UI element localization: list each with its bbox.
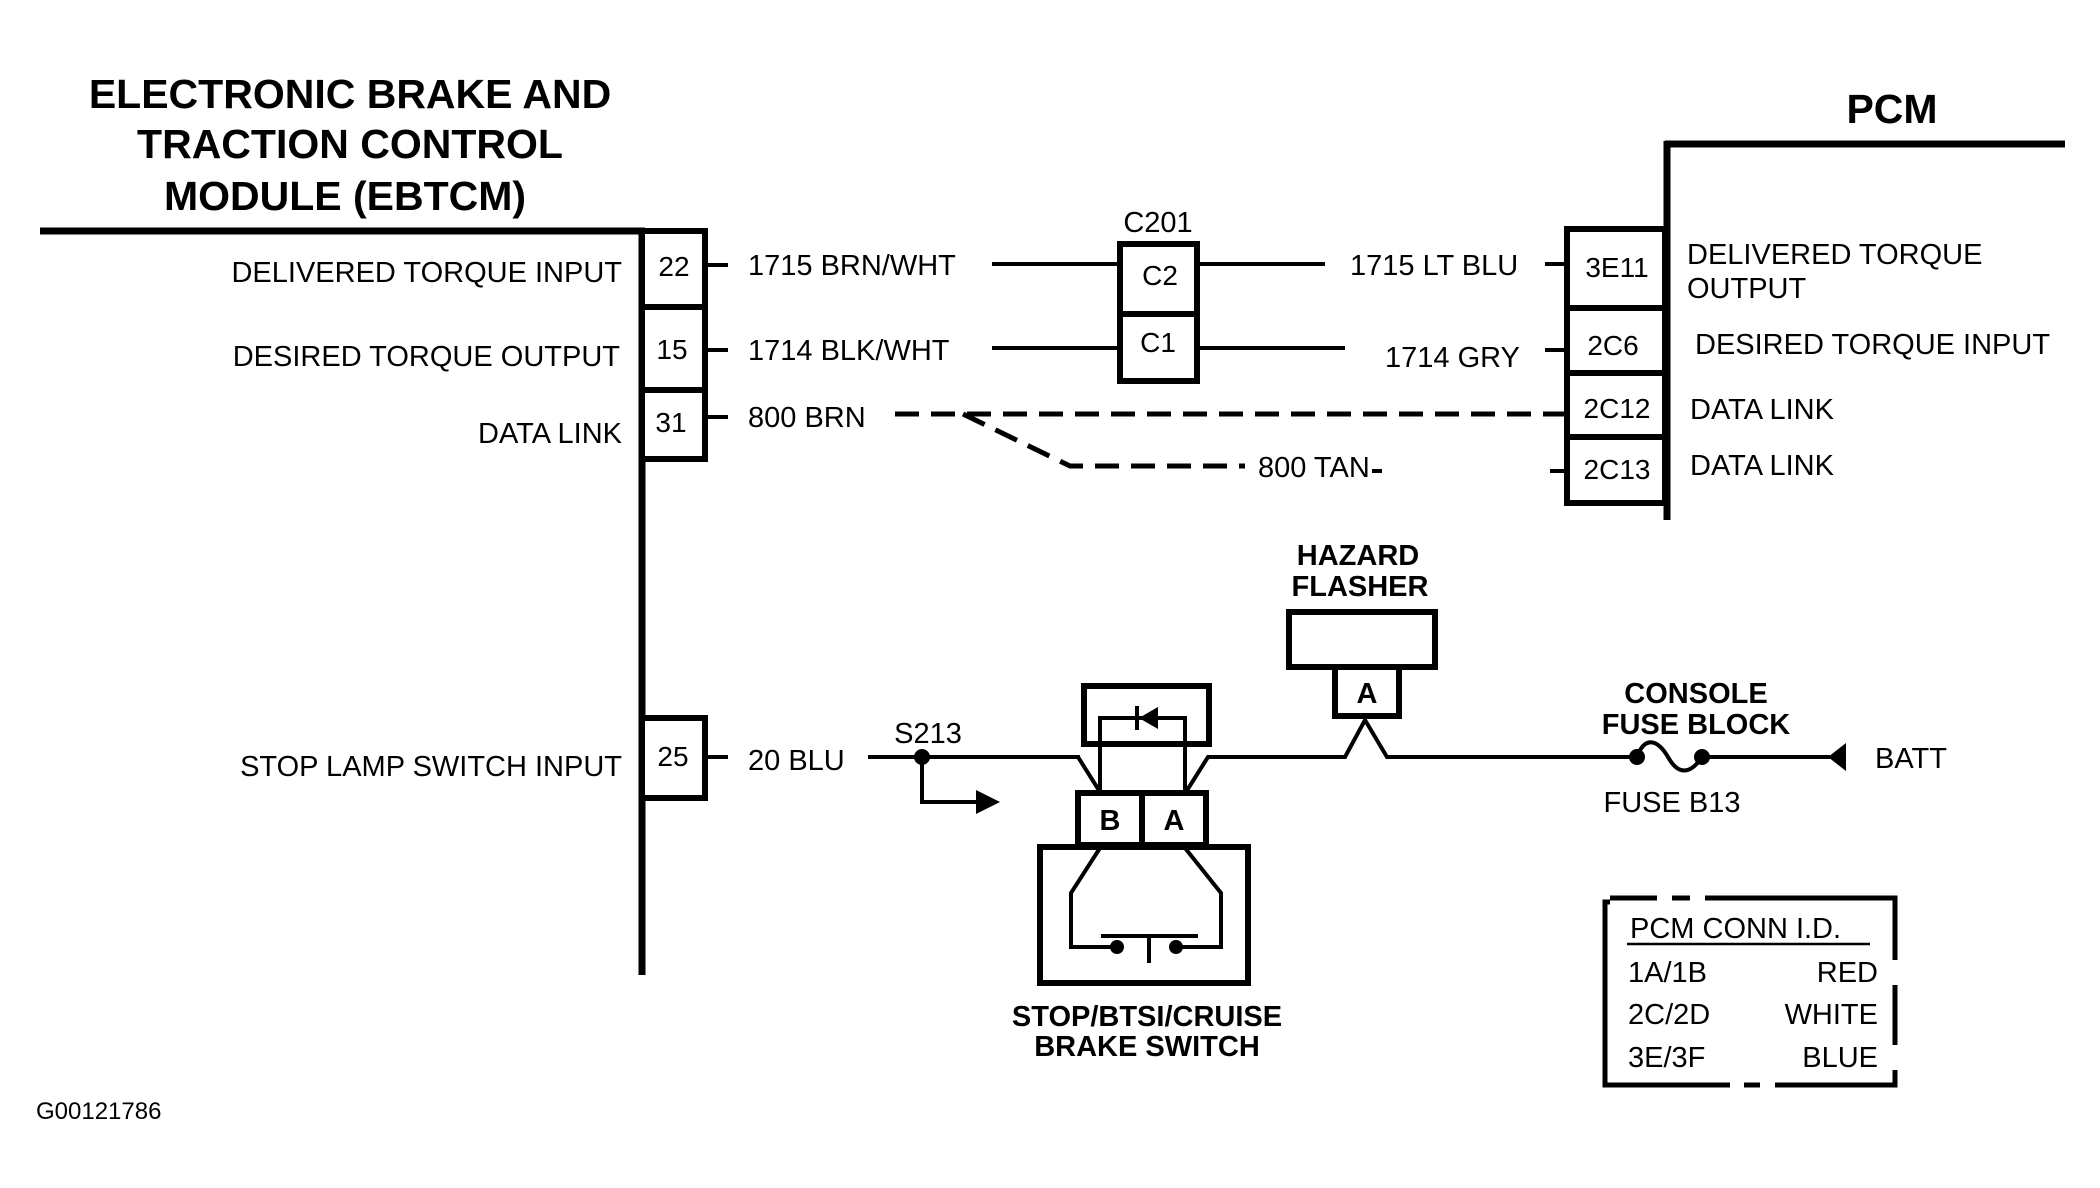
fuse-b13 (1629, 740, 1710, 773)
brake-switch-pin-a: A (1164, 805, 1185, 837)
switch-trace-right (1177, 846, 1223, 949)
switch-contact-left (1110, 940, 1124, 954)
pcm-function-delivered-torque-output-line-2: OUTPUT (1687, 273, 1807, 305)
continuation-arrow-icon (976, 790, 1000, 814)
pcm-connector-body (1564, 226, 1668, 506)
data-link-wire-2c13 (961, 411, 1245, 469)
hazard-flasher: A (1286, 609, 1438, 719)
battery-label: BATT (1875, 743, 1947, 775)
ebtcm-title-line-2: TRACTION CONTROL (137, 121, 563, 167)
brake-switch-label-line-2: BRAKE SWITCH (1034, 1031, 1260, 1063)
pcm-conn-id-table: PCM CONN I.D. 1A/1B RED 2C/2D WHITE 3E/3… (1602, 895, 1898, 1088)
ebtcm-title-line-1: ELECTRONIC BRAKE AND (89, 71, 611, 117)
ebtcm-title: ELECTRONIC BRAKE AND TRACTION CONTROL MO… (89, 71, 611, 219)
wire-to-pin-a (1184, 715, 1630, 794)
pcm-connector: 3E11 2C6 2C12 2C13 (1564, 226, 1668, 506)
brake-switch-pin-b: B (1100, 805, 1121, 837)
table-conn-1a1b: 1A/1B (1628, 957, 1707, 989)
ebtcm-function-desired-torque-output: DESIRED TORQUE OUTPUT (233, 341, 621, 373)
ebtcm-pin-22: 22 (658, 251, 689, 282)
pcm-function-data-link-2c13: DATA LINK (1690, 450, 1835, 482)
table-title: PCM CONN I.D. (1630, 913, 1841, 945)
figure-id: G00121786 (36, 1098, 161, 1125)
hazard-flasher-label-line-2: FLASHER (1292, 571, 1429, 603)
ebtcm-connector-upper: 22 15 31 (639, 228, 708, 462)
splice-s213-label: S213 (894, 718, 962, 750)
ebtcm-title-line-3: MODULE (EBTCM) (164, 173, 526, 219)
switch-contact-right (1169, 940, 1183, 954)
wire-to-pin-b (1076, 755, 1102, 794)
table-color-blue: BLUE (1802, 1042, 1878, 1074)
pcm-function-desired-torque-input: DESIRED TORQUE INPUT (1695, 329, 2050, 361)
wire-label-800-tan: 800 TAN (1258, 452, 1370, 484)
ebtcm-pin-25: 25 (657, 741, 688, 772)
c201-label: C201 (1123, 207, 1192, 239)
hazard-flasher-connector (1332, 664, 1402, 719)
ebtcm-pin-31: 31 (655, 407, 686, 438)
fuse-block-label-line-2: FUSE BLOCK (1602, 709, 1791, 741)
brake-switch-connector: B A (1075, 790, 1209, 848)
table-color-red: RED (1817, 957, 1878, 989)
hazard-flasher-body (1286, 609, 1438, 670)
wire-label-1715-lt-blu: 1715 LT BLU (1350, 250, 1518, 282)
table-conn-2c2d: 2C/2D (1628, 999, 1710, 1031)
ebtcm-connector-25-body (639, 715, 708, 801)
ebtcm-function-delivered-torque-input: DELIVERED TORQUE INPUT (231, 257, 622, 289)
brake-switch (1037, 844, 1251, 986)
battery-arrow-icon (1828, 743, 1846, 771)
pcm-pin-2c12: 2C12 (1584, 393, 1651, 424)
wire-label-1714-gry: 1714 GRY (1385, 342, 1520, 374)
connector-c201: C201 C2 C1 (1117, 207, 1200, 384)
ebtcm-connector-body (639, 228, 708, 462)
pcm-function-data-link-2c12: DATA LINK (1690, 394, 1835, 426)
ebtcm-connector-lower: 25 (639, 715, 708, 801)
table-color-white: WHITE (1785, 999, 1878, 1031)
brake-switch-diode (1081, 683, 1212, 792)
pcm-function-delivered-torque-output-line-1: DELIVERED TORQUE (1687, 239, 1982, 271)
pcm-pin-2c6: 2C6 (1587, 330, 1638, 361)
brake-switch-body (1037, 844, 1251, 986)
hazard-flasher-pin-a: A (1357, 678, 1378, 710)
pcm-pin-3e11: 3E11 (1585, 252, 1648, 283)
wire-label-1714-blk-wht: 1714 BLK/WHT (748, 335, 950, 367)
fuse-icon (1635, 740, 1704, 773)
c201-pin-c2: C2 (1142, 260, 1178, 291)
ebtcm-pin-15: 15 (656, 334, 687, 365)
wire-label-1715-brn-wht: 1715 BRN/WHT (748, 250, 956, 282)
brake-switch-label-line-1: STOP/BTSI/CRUISE (1012, 1001, 1282, 1033)
wire-label-800-brn: 800 BRN (748, 402, 866, 434)
fuse-label: FUSE B13 (1604, 787, 1741, 819)
table-dashed-border (1602, 895, 1898, 1088)
c201-pin-c1: C1 (1140, 327, 1176, 358)
table-conn-3e3f: 3E/3F (1628, 1042, 1705, 1074)
ebtcm-function-data-link: DATA LINK (478, 418, 623, 450)
fuse-block-label-line-1: CONSOLE (1624, 678, 1767, 710)
diode-icon (1139, 707, 1158, 729)
wire-label-20-blu: 20 BLU (748, 745, 845, 777)
splice-branch-wire (920, 757, 980, 804)
hazard-flasher-label-line-1: HAZARD (1297, 540, 1419, 572)
switch-trace-left (1069, 846, 1115, 949)
pcm-title: PCM (1846, 86, 1937, 132)
ebtcm-function-stop-lamp-switch-input: STOP LAMP SWITCH INPUT (240, 751, 622, 783)
pcm-pin-2c13: 2C13 (1584, 454, 1651, 485)
